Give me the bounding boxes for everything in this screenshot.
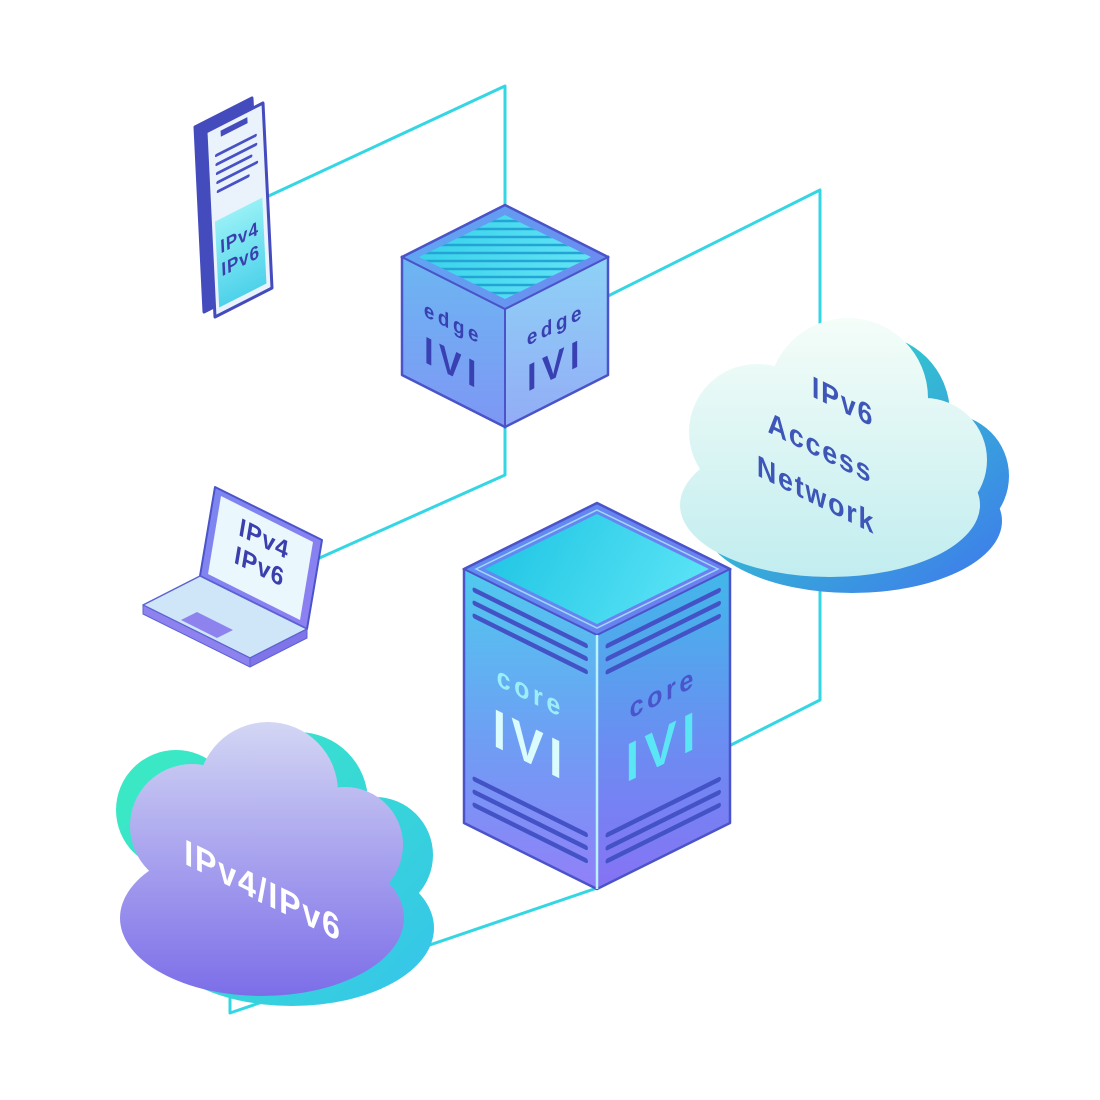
connection-line-laptop-edge bbox=[313, 410, 507, 562]
core-top-border bbox=[474, 509, 720, 629]
connection-line-phone-edge bbox=[258, 84, 507, 264]
transit-cloud-body bbox=[120, 722, 404, 996]
laptop-device: IPv4 IPv6 bbox=[142, 486, 323, 668]
smartphone-device: IPv4 IPv6 bbox=[193, 96, 274, 319]
laptop-screen bbox=[208, 496, 313, 620]
core-router: core IVI core IVI bbox=[461, 501, 733, 891]
phone-notch bbox=[220, 117, 248, 137]
laptop-base-right bbox=[249, 628, 308, 668]
core-top-panel bbox=[485, 514, 709, 624]
edge-router: edge IVI edge IVI bbox=[399, 203, 611, 429]
edge-router-outline bbox=[400, 203, 610, 429]
laptop-trackpad bbox=[181, 612, 233, 638]
phone-screen-block bbox=[214, 197, 267, 308]
phone-screen-text-lines bbox=[214, 133, 259, 194]
core-left-stripes bbox=[472, 587, 588, 864]
access-cloud-body bbox=[680, 318, 987, 577]
ipv6-access-network-cloud: IPv6 Access Network bbox=[680, 318, 1009, 593]
core-right-stripes bbox=[605, 587, 721, 864]
ipv4-ipv6-cloud: IPv4/IPv6 bbox=[116, 722, 434, 1006]
